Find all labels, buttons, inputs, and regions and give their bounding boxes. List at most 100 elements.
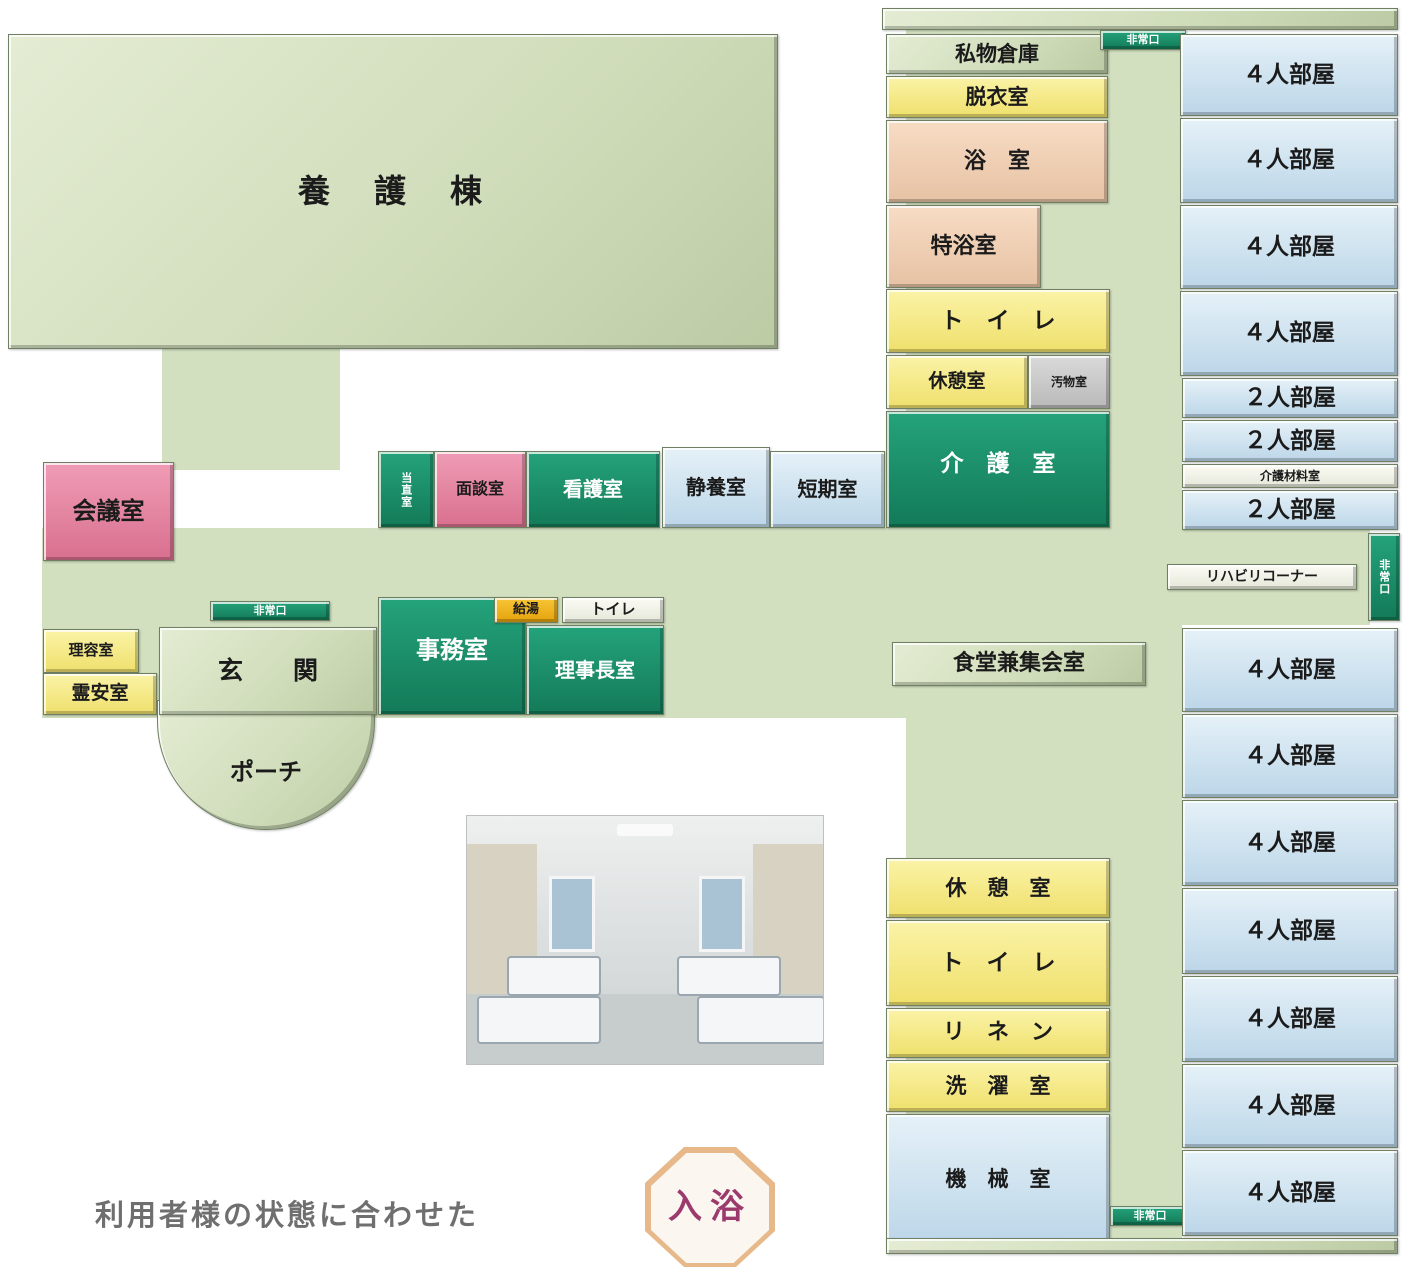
emergency-exit-side-label: 非常口 [1377,559,1391,595]
emergency-exit-top: 非常口 [1100,30,1186,50]
room-linen-label: リ ネ ン [942,1020,1053,1046]
room-kyuukei-label: 休憩室 [928,370,986,393]
room-kyuukei: 休憩室 [886,355,1028,409]
room-kango: 看護室 [526,451,660,528]
room-shokudou: 食堂兼集会室 [892,642,1146,686]
room-kaigo: 介 護 室 [886,411,1110,528]
room-datsui-label: 脱衣室 [965,84,1029,109]
room-4p-1: ４人部屋 [1180,34,1398,116]
corridor-connector [162,345,340,470]
room-label: ４人部屋 [1244,656,1336,683]
main-building-yogo: 養 護 棟 [8,34,778,349]
room-rijichou: 理事長室 [526,625,664,715]
room-toilet2: ト イ レ [886,920,1110,1006]
room-label: ４人部屋 [1244,829,1336,856]
room-linen: リ ネ ン [886,1008,1110,1058]
room-4p-3: ４人部屋 [1180,205,1398,289]
room-4p-8: ４人部屋 [1182,888,1398,974]
room-toilet-label: ト イ レ [940,307,1056,334]
room-rikei-label: 理容室 [68,641,114,660]
room-kaigi: 会議室 [43,462,174,561]
room-yokushitsu: 浴 室 [886,120,1108,203]
room-rijichou-label: 理事長室 [555,657,635,682]
room-kyutou: 給湯 [494,597,558,623]
room-touchoku: 当直室 [378,451,434,528]
photo-window-right [699,876,745,952]
room-seiyou-label: 静養室 [686,475,746,499]
room-2p-2: ２人部屋 [1182,420,1398,462]
room-4p-5: ４人部屋 [1182,628,1398,712]
room-shibutsu: 私物倉庫 [886,34,1108,74]
room-jimu-label: 事務室 [416,636,488,665]
room-label: ４人部屋 [1244,1179,1336,1206]
room-tokuyoku: 特浴室 [886,205,1041,288]
room-toilet-small: トイレ [562,597,664,623]
ceiling-light [617,824,673,836]
room-reian-label: 霊安室 [71,682,129,705]
room-label: ４人部屋 [1243,233,1335,260]
emergency-exit-genkan: 非常口 [210,601,330,621]
room-mendan-label: 面談室 [455,479,504,499]
room-4p-10: ４人部屋 [1182,1064,1398,1148]
room-label: ４人部屋 [1243,147,1335,174]
room-kikai-label: 機 械 室 [945,1166,1051,1191]
room-toilet: ト イ レ [886,289,1110,353]
room-label: ４人部屋 [1244,917,1336,944]
bath-badge-label: 入浴 [668,1186,752,1227]
room-kango-label: 看護室 [563,477,623,501]
room-label: ４人部屋 [1243,320,1335,347]
bath-badge: 入浴 [645,1147,775,1267]
room-kyuukei2: 休 憩 室 [886,858,1110,918]
porch-label: ポーチ [230,758,302,787]
room-kaigo-zairyou-label: 介護材料室 [1259,468,1320,483]
room-shibutsu-label: 私物倉庫 [955,41,1039,66]
photo-bed [507,956,601,996]
emergency-exit-top-label: 非常口 [1126,33,1160,47]
room-4p-9: ４人部屋 [1182,976,1398,1062]
room-shokudou-label: 食堂兼集会室 [952,651,1085,677]
room-sentaku-label: 洗 濯 室 [945,1073,1051,1098]
room-seiyou: 静養室 [662,447,770,528]
entrance-porch: ポーチ [157,700,375,830]
room-4p-2: ４人部屋 [1180,118,1398,203]
room-toilet-small-label: トイレ [590,600,636,619]
bottom-strip [886,1238,1398,1254]
room-kyutou-label: 給湯 [512,602,539,618]
emergency-exit-bottom-label: 非常口 [1133,1209,1167,1223]
room-tanki: 短期室 [770,451,885,528]
caption-text: 利用者様の状態に合わせた [95,1198,480,1232]
room-tanki-label: 短期室 [797,477,858,501]
photo-window-left [549,876,595,952]
room-mendan: 面談室 [434,451,526,528]
room-2p-3: ２人部屋 [1182,490,1398,530]
room-tokuyoku-label: 特浴室 [930,233,997,259]
room-label: ４人部屋 [1244,1092,1336,1119]
top-strip [882,8,1398,30]
room-4p-11: ４人部屋 [1182,1150,1398,1236]
room-kyuukei2-label: 休 憩 室 [945,875,1051,900]
room-genkan: 玄 関 [159,627,377,715]
room-kaigi-label: 会議室 [72,496,145,525]
rehab-corner: リハビリコーナー [1167,564,1357,590]
room-label: ２人部屋 [1244,427,1336,454]
rehab-corner-label: リハビリコーナー [1206,568,1318,585]
room-toilet2-label: ト イ レ [940,949,1056,976]
room-obutsu: 汚物室 [1028,355,1110,409]
room-label: ４人部屋 [1244,1005,1336,1032]
room-2p-1: ２人部屋 [1182,378,1398,418]
room-sentaku: 洗 濯 室 [886,1060,1110,1112]
emergency-exit-side: 非常口 [1368,533,1400,621]
room-reian: 霊安室 [43,673,157,715]
photo-bed [677,956,781,996]
room-obutsu-label: 汚物室 [1050,374,1087,389]
emergency-exit-bottom: 非常口 [1110,1206,1190,1226]
room-rikei: 理容室 [43,629,139,673]
main-building-label: 養 護 棟 [297,171,488,210]
room-4p-4: ４人部屋 [1180,291,1398,376]
room-4p-6: ４人部屋 [1182,714,1398,798]
room-photo [466,815,824,1065]
room-kaigo-zairyou: 介護材料室 [1182,464,1398,488]
room-label: ４人部屋 [1243,61,1335,88]
room-label: ２人部屋 [1244,496,1336,523]
room-kaigo-label: 介 護 室 [940,451,1056,478]
